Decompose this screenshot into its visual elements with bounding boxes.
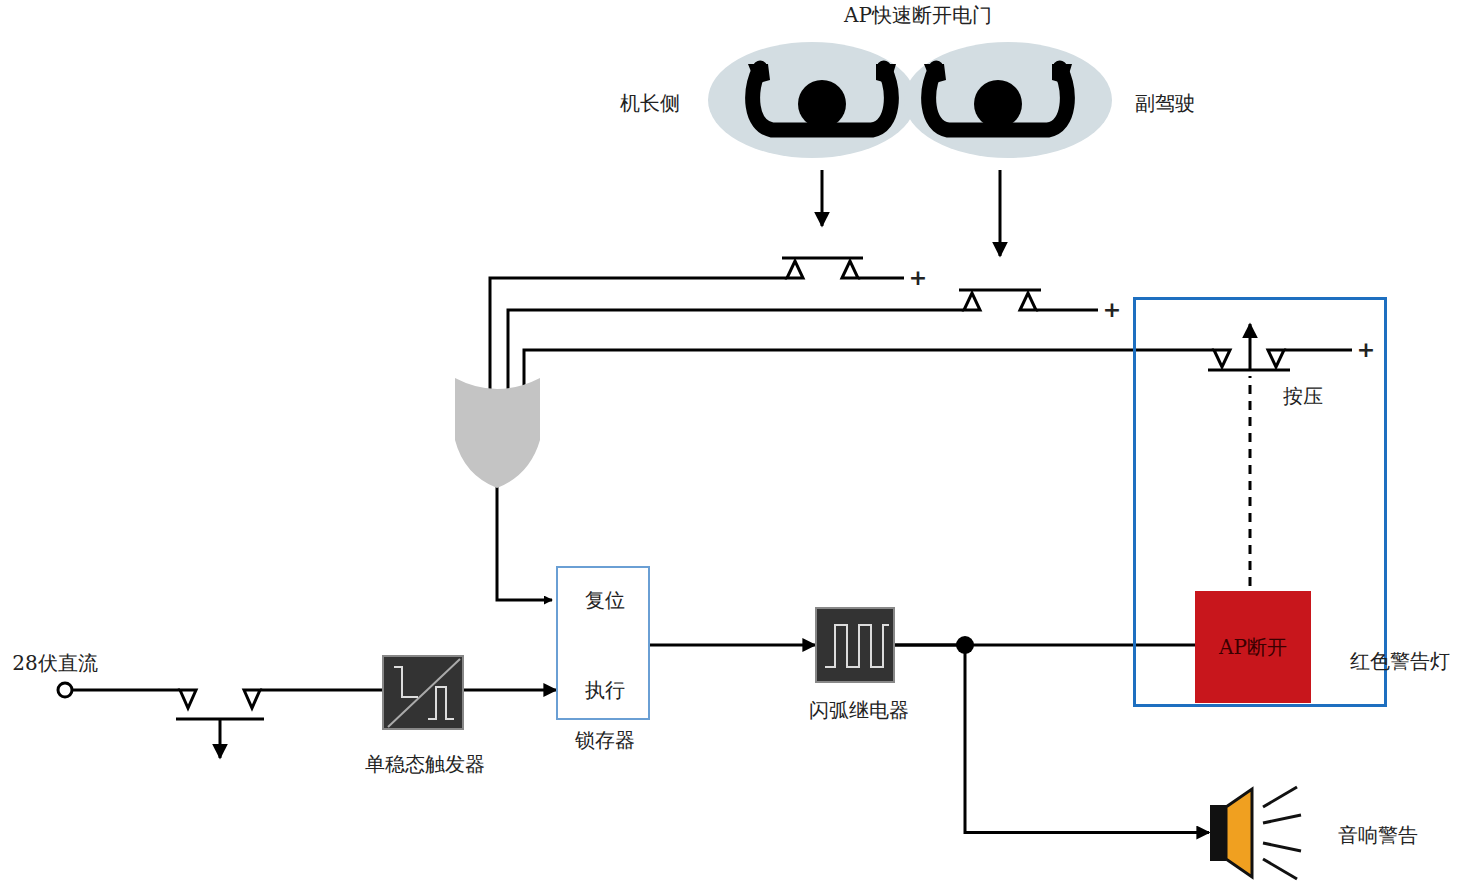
terminal-sign: +	[1103, 298, 1121, 322]
node-text: 音响警告	[1338, 824, 1418, 846]
pulse-icon	[817, 609, 897, 685]
power-terminal	[58, 683, 72, 697]
node-text: 按压	[1283, 385, 1323, 407]
side-label: 机长侧	[620, 92, 680, 114]
speaker-symbol: 音响警告	[1205, 785, 1300, 880]
terminal-sign: +	[1357, 338, 1375, 362]
speaker-icon	[1205, 785, 1300, 880]
connector	[895, 645, 1209, 833]
push-arrow	[219, 719, 222, 758]
node-text: 单稳态触发器	[365, 753, 485, 775]
warning-light-housing: 按压红色警告灯AP断开	[1133, 297, 1387, 707]
diagram-title: AP快速断开电门	[844, 4, 992, 26]
flasher-relay: 闪弧继电器	[815, 607, 895, 683]
or-gate	[455, 378, 540, 488]
node-text: AP断开	[1219, 636, 1287, 658]
push-arrow	[999, 170, 1002, 256]
connector	[650, 644, 815, 647]
node-text: 闪弧继电器	[809, 699, 909, 721]
warning-light: AP断开	[1195, 591, 1311, 703]
node-text: 锁存器	[575, 729, 635, 751]
connector	[464, 689, 556, 692]
power-label: 28伏直流	[12, 652, 97, 674]
push-arrow	[821, 170, 824, 226]
side-label: 副驾驶	[1135, 92, 1195, 114]
terminal-sign: +	[909, 266, 927, 290]
push-arrow	[1249, 324, 1252, 370]
mono-icon	[384, 657, 466, 732]
mechanical-link	[1249, 376, 1252, 586]
wires	[72, 258, 1352, 719]
yoke-illustration	[708, 42, 1112, 158]
node-text: 复位	[585, 589, 625, 611]
latch-box: 复位执行锁存器	[556, 566, 650, 720]
node-text: 执行	[585, 679, 625, 701]
node-text: 红色警告灯	[1350, 650, 1450, 672]
monostable-trigger: 单稳态触发器	[382, 655, 464, 730]
